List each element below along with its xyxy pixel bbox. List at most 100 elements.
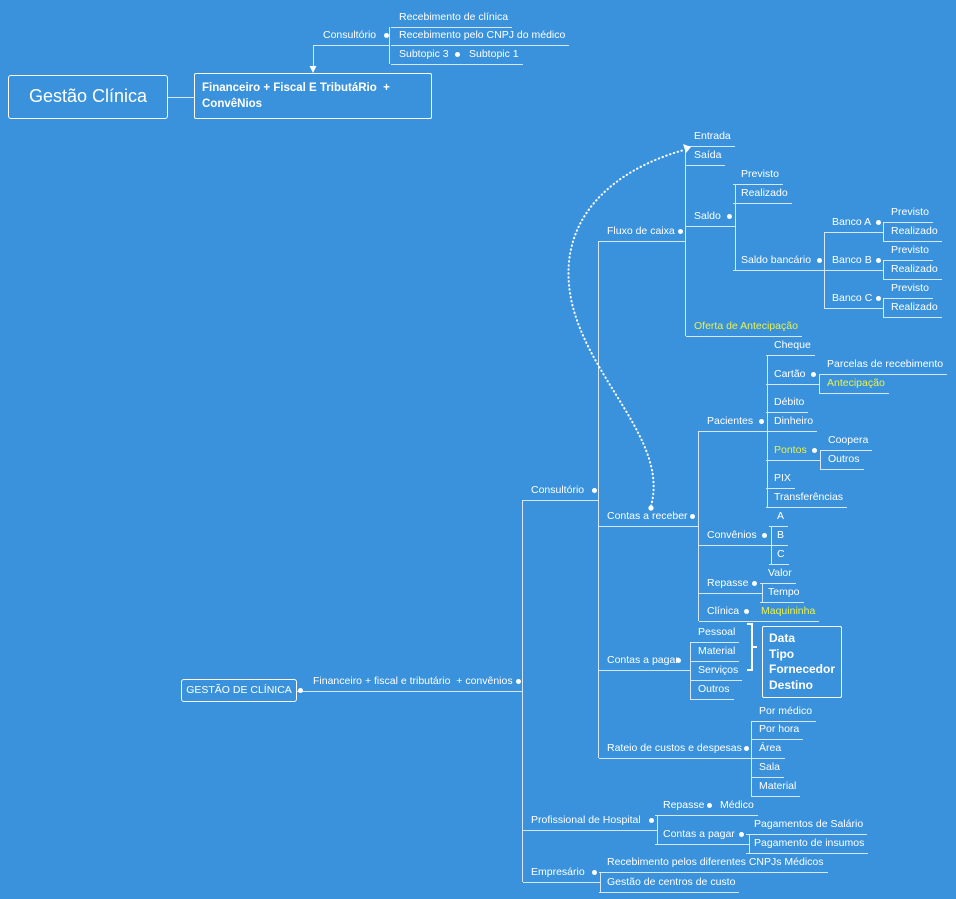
topic-saldo-previsto[interactable]: Previsto [733,166,783,185]
topic-parcelas-recebimento[interactable]: Parcelas de recebimento [819,356,948,375]
collapse-toggle[interactable] [676,658,681,663]
collapse-toggle[interactable] [707,803,712,808]
topic-debito[interactable]: Débito [766,394,809,413]
topic-rateio[interactable]: Rateio de custos e despesas [599,740,751,759]
topic-subtopic-1[interactable]: Subtopic 1 [461,46,523,65]
topic-saldo-realizado[interactable]: Realizado [733,185,792,204]
collapse-toggle[interactable] [516,679,521,684]
topic-pagar-outros[interactable]: Outros [690,681,734,700]
topic-rateio-material[interactable]: Material [751,778,801,797]
collapse-toggle[interactable] [762,533,767,538]
main-topic-financeiro[interactable]: Financeiro + Fiscal E TributáRio + Convê… [194,73,432,119]
topic-sala[interactable]: Sala [751,759,785,778]
topic-empresario[interactable]: Empresário [523,864,600,883]
collapse-toggle[interactable] [817,258,822,263]
topic-contas-a-pagar-profissional[interactable]: Contas a pagar [655,826,749,845]
topic-pontos-outros[interactable]: Outros [820,451,864,470]
topic-pagamentos-salario[interactable]: Pagamentos de Salário [746,816,868,835]
topic-oferta-antecipacao[interactable]: Oferta de Antecipação [686,318,802,337]
topic-antecipacao[interactable]: Antecipação [819,375,889,394]
topic-subtopic-3[interactable]: Subtopic 3 [391,46,462,65]
topic-transferencias[interactable]: Transferências [766,489,848,508]
collapse-toggle[interactable] [592,488,597,493]
main-topic-line-2: ConvêNios [202,98,263,110]
topic-contas-a-receber[interactable]: Contas a receber [599,508,698,527]
topic-banco-a[interactable]: Banco A [824,214,883,233]
collapse-toggle[interactable] [811,372,816,377]
collapse-toggle[interactable] [678,229,683,234]
topic-convenio-b[interactable]: B [769,527,789,546]
topic-medico[interactable]: Médico [712,797,758,816]
topic-cheque[interactable]: Cheque [766,337,815,356]
topic-financeiro-branch[interactable]: Financeiro + fiscal e tributário + convê… [305,673,522,692]
collapse-toggle[interactable] [812,448,817,453]
topic-banco-c-realizado[interactable]: Realizado [883,299,942,318]
topic-contas-a-pagar[interactable]: Contas a pagar [599,652,690,671]
collapse-toggle[interactable] [876,258,881,263]
connector-line [600,872,601,892]
central-topic-gestao-de-clinica[interactable]: GESTÃO DE CLÍNICA [181,679,297,702]
collapse-toggle[interactable] [649,818,654,823]
topic-banco-b-realizado[interactable]: Realizado [883,261,942,280]
collapse-toggle[interactable] [384,33,389,38]
topic-pacientes[interactable]: Pacientes [699,413,767,432]
topic-convenio-a[interactable]: A [769,508,789,527]
topic-dinheiro[interactable]: Dinheiro [766,413,818,432]
topic-banco-b-previsto[interactable]: Previsto [883,242,933,261]
collapse-toggle[interactable] [455,52,460,57]
connector-line [883,222,884,241]
summary-box[interactable]: Data Tipo Fornecedor Destino [762,626,843,698]
central-topic-gestao-clinica[interactable]: Gestão Clínica [8,75,168,119]
collapse-toggle[interactable] [298,688,303,693]
topic-servicos[interactable]: Serviços [690,662,743,681]
topic-area[interactable]: Área [751,740,786,759]
collapse-toggle[interactable] [690,514,695,519]
topic-por-hora[interactable]: Por hora [751,721,804,740]
topic-banco-a-realizado[interactable]: Realizado [883,223,942,242]
topic-banco-b[interactable]: Banco B [824,252,883,271]
topic-saldo-bancario[interactable]: Saldo bancário [733,252,824,271]
topic-saida[interactable]: Saída [686,147,726,166]
topic-consultorio[interactable]: Consultório [523,482,598,501]
topic-banco-a-previsto[interactable]: Previsto [883,204,933,223]
topic-recebimento-clinica[interactable]: Recebimento de clínica [391,9,513,28]
summary-item: Tipo [769,646,795,661]
topic-repasse[interactable]: Repasse [699,575,762,594]
topic-banco-c-previsto[interactable]: Previsto [883,280,933,299]
topic-por-medico[interactable]: Por médico [751,703,817,722]
topic-banco-c[interactable]: Banco C [824,290,883,309]
collapse-toggle[interactable] [876,220,881,225]
topic-valor[interactable]: Valor [760,565,796,584]
topic-material[interactable]: Material [690,643,740,662]
topic-entrada[interactable]: Entrada [686,128,735,147]
topic-pix[interactable]: PIX [766,470,795,489]
topic-pessoal[interactable]: Pessoal [690,624,740,643]
topic-pontos[interactable]: Pontos [766,442,820,461]
collapse-toggle[interactable] [744,609,749,614]
summary-item: Destino [769,677,814,692]
topic-profissional-hospital[interactable]: Profissional de Hospital [523,812,657,831]
collapse-toggle[interactable] [759,419,764,424]
topic-gestao-centros-custo[interactable]: Gestão de centros de custo [599,874,740,893]
topic-convenio-c[interactable]: C [769,546,789,565]
collapse-toggle[interactable] [592,870,597,875]
collapse-toggle[interactable] [876,296,881,301]
topic-clinica[interactable]: Clínica [699,603,753,622]
collapse-toggle[interactable] [739,832,744,837]
topic-tempo[interactable]: Tempo [760,584,804,603]
topic-consultorio-top[interactable]: Consultório [315,27,389,46]
topic-maquininha[interactable]: Maquininha [753,603,820,622]
topic-convenios[interactable]: Convênios [699,527,771,546]
topic-pagamento-insumos[interactable]: Pagamento de insumos [746,835,869,854]
topic-saldo[interactable]: Saldo [686,208,735,227]
topic-recebimento-cnpjs[interactable]: Recebimento pelos diferentes CNPJs Médic… [599,854,828,873]
collapse-toggle[interactable] [727,214,732,219]
topic-repasse-profissional[interactable]: Repasse [655,797,712,816]
collapse-toggle[interactable] [752,581,757,586]
topic-recebimento-cnpj[interactable]: Recebimento pelo CNPJ do médico [391,27,570,46]
topic-cartao[interactable]: Cartão [766,366,819,385]
collapse-toggle[interactable] [744,746,749,751]
topic-fluxo-de-caixa[interactable]: Fluxo de caixa [599,223,685,242]
topic-coopera[interactable]: Coopera [820,432,873,451]
connector-line [598,241,599,758]
